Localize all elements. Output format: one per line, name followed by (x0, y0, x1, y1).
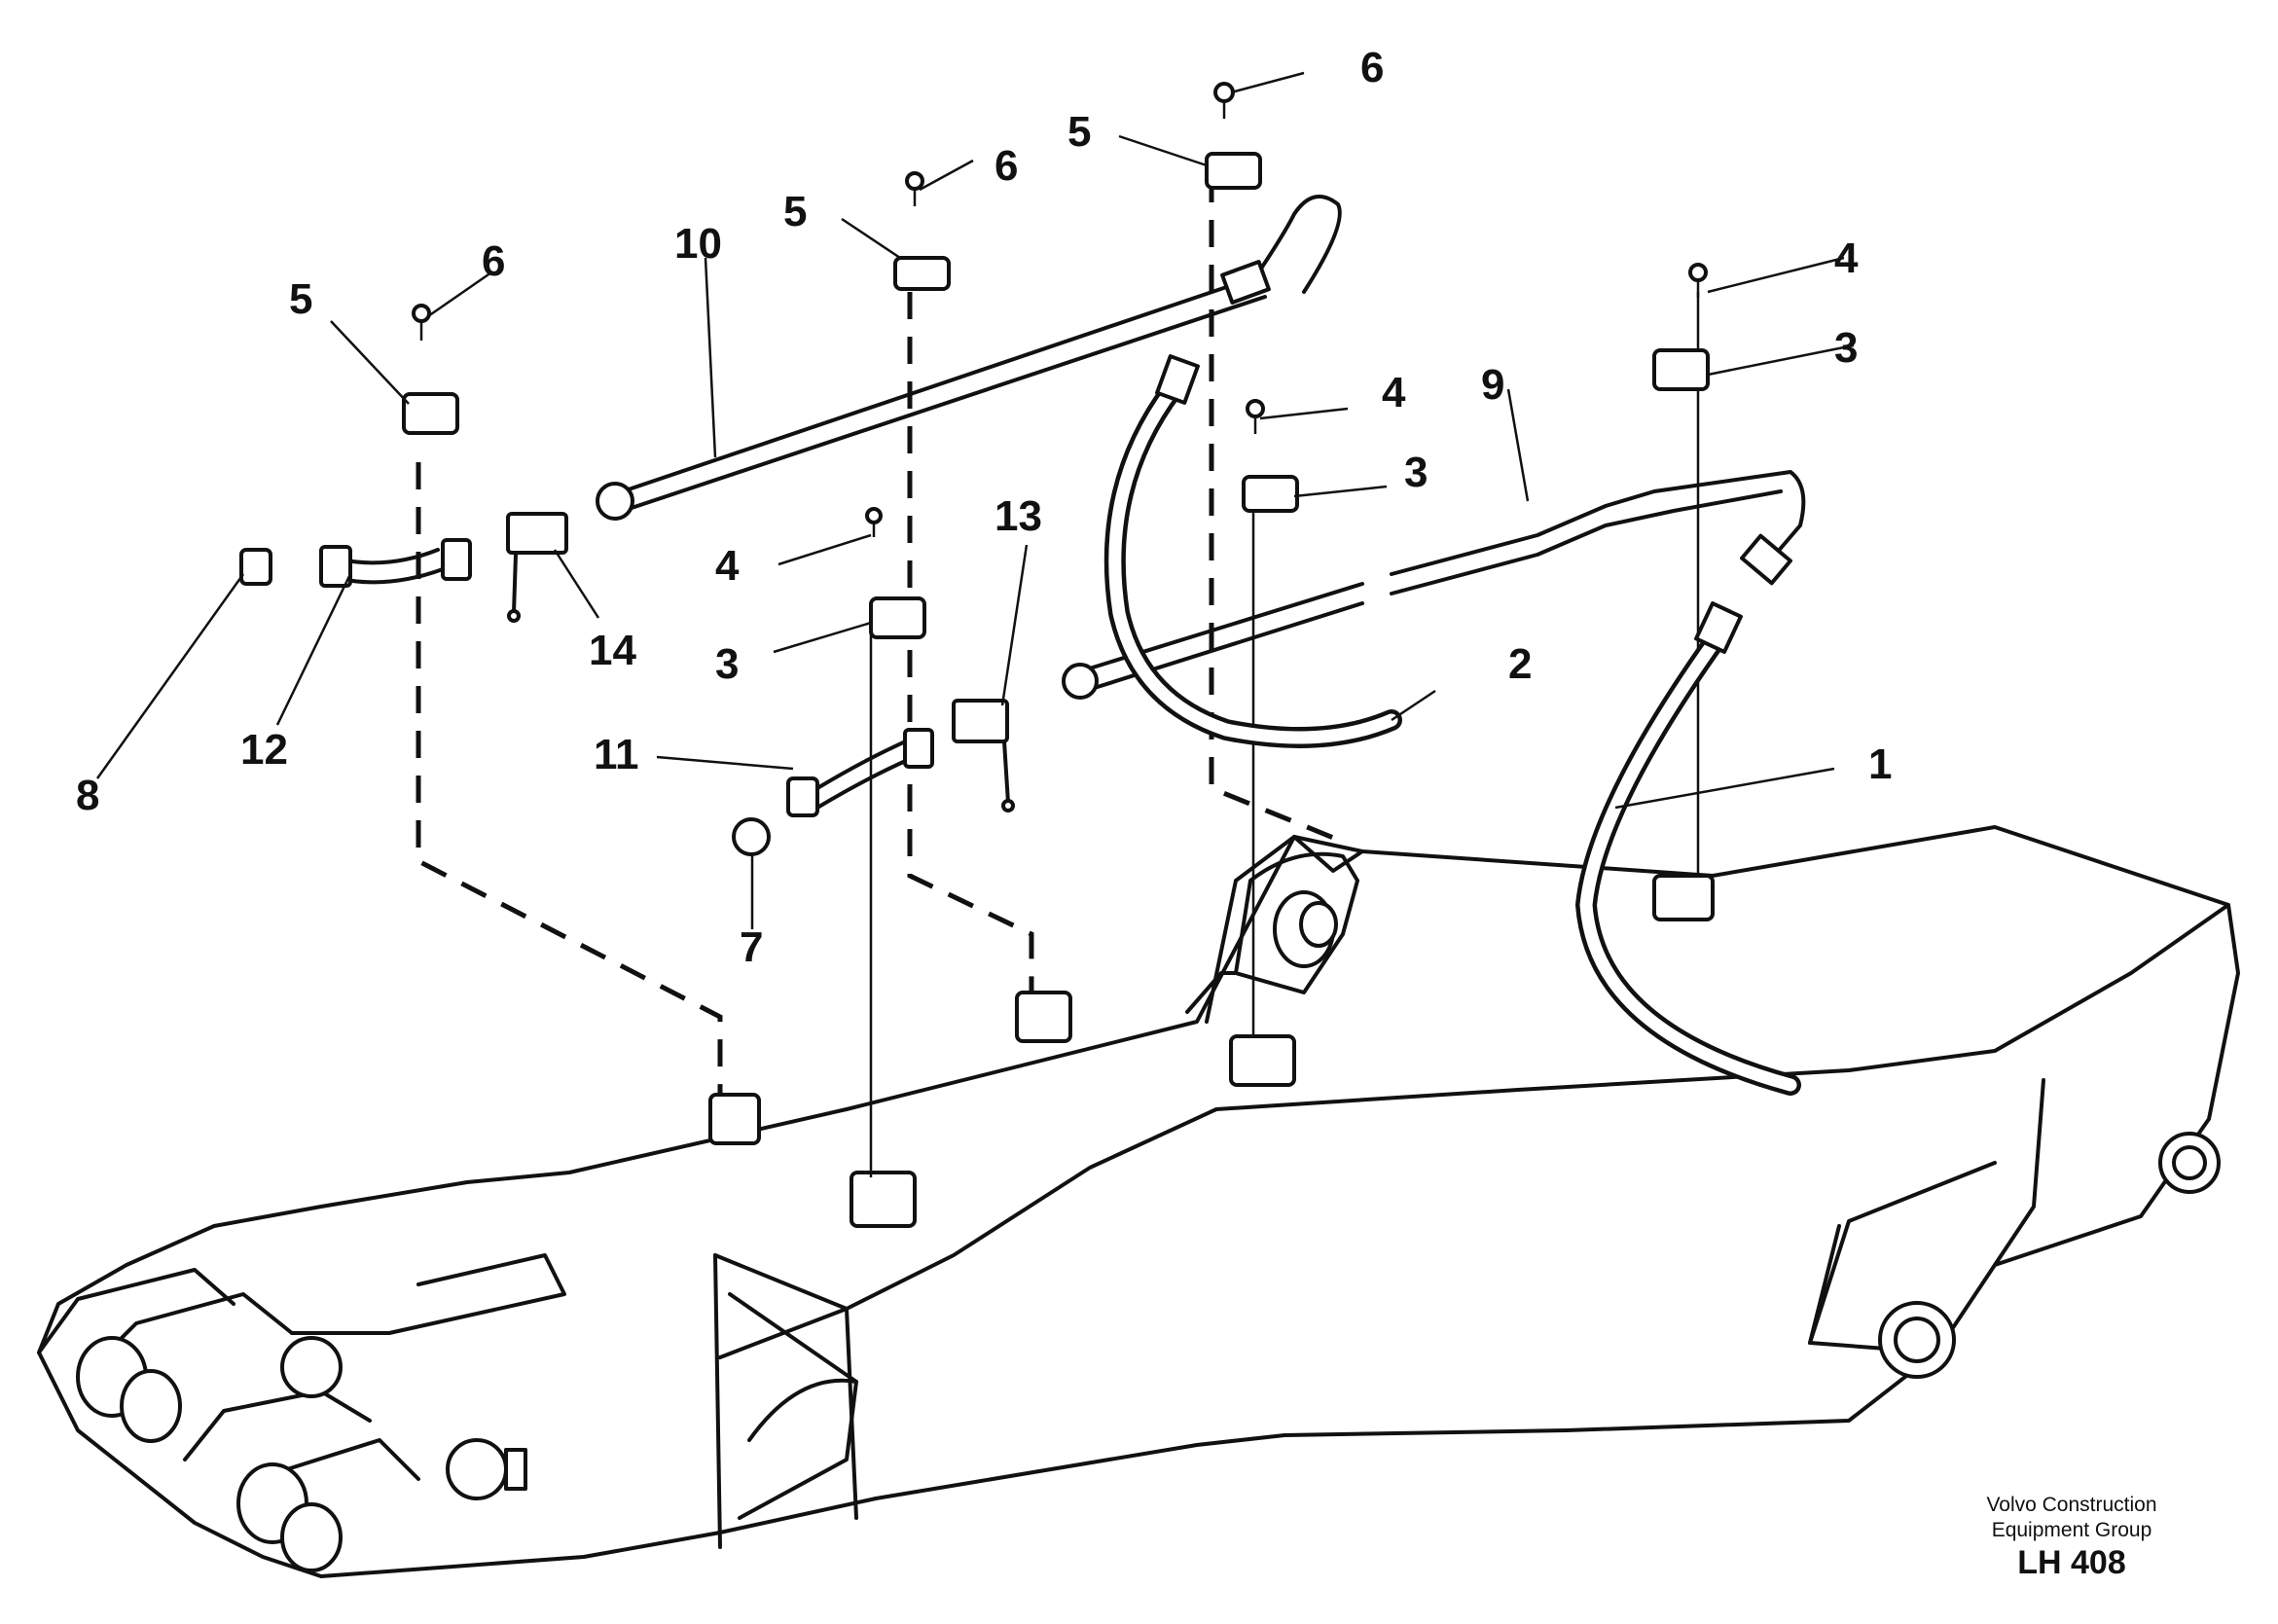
footer-company-line1: Volvo Construction (1986, 1494, 2157, 1516)
callout-4c: 4 (715, 542, 740, 590)
callout-5b: 5 (783, 188, 807, 235)
callout-5a: 5 (289, 275, 312, 323)
leader-lines (95, 71, 1855, 929)
callout-11: 11 (594, 731, 639, 778)
callout-6a: 6 (482, 237, 505, 285)
callout-8: 8 (76, 772, 99, 819)
callout-12: 12 (240, 726, 288, 774)
callout-labels: 1 2 3 3 3 4 4 4 5 5 5 6 6 6 7 8 9 10 11 … (76, 44, 1892, 971)
footer-company-line2: Equipment Group (1991, 1519, 2152, 1541)
clamps-and-screws (402, 82, 1710, 639)
callout-13: 13 (994, 492, 1042, 540)
callout-14: 14 (589, 627, 636, 674)
footer-drawing-code: LH 408 (2017, 1544, 2126, 1581)
callout-4a: 4 (1834, 235, 1859, 282)
callout-2: 2 (1508, 640, 1532, 688)
pipe-10 (596, 195, 1342, 521)
boom-arm (37, 825, 2240, 1578)
callout-6b: 6 (994, 142, 1018, 190)
callout-9: 9 (1481, 361, 1504, 409)
pipe-9 (1062, 470, 1806, 700)
callout-10: 10 (674, 220, 722, 268)
callout-5c: 5 (1067, 108, 1091, 156)
callout-1: 1 (1868, 740, 1892, 788)
callout-3c: 3 (715, 640, 739, 688)
callout-4b: 4 (1382, 369, 1406, 416)
callout-3a: 3 (1834, 324, 1858, 372)
clamp-bases (708, 874, 1715, 1228)
callout-3b: 3 (1404, 449, 1428, 496)
callout-6c: 6 (1360, 44, 1384, 91)
fittings (239, 512, 1015, 856)
hoses (1103, 354, 1801, 1096)
callout-7: 7 (740, 923, 763, 971)
